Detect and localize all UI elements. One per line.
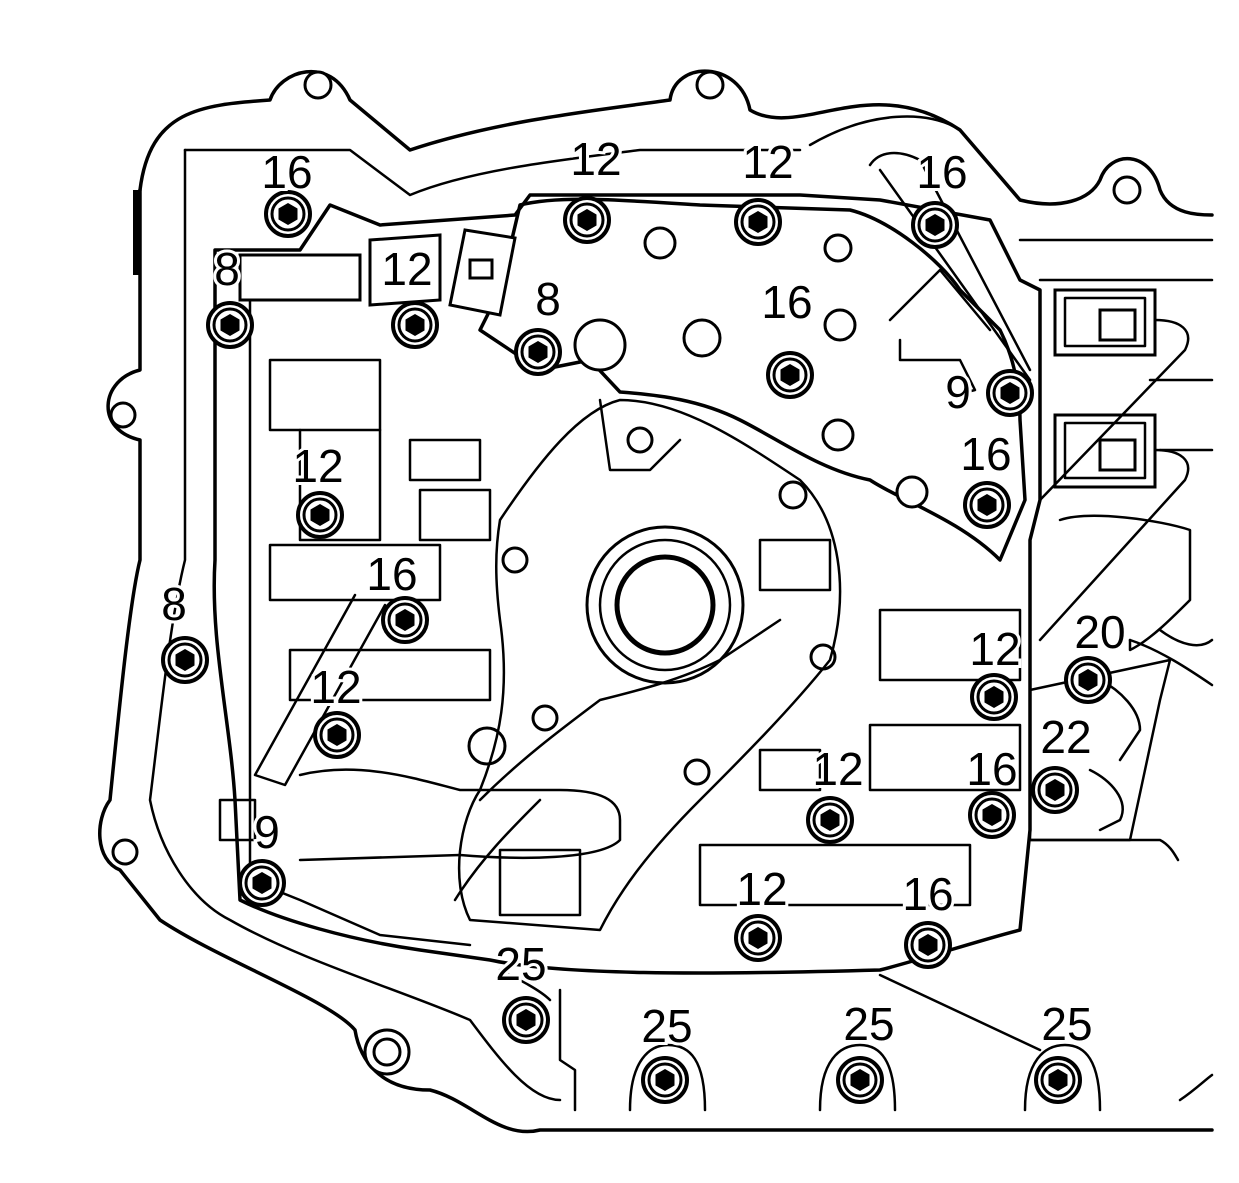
callout-t10: 16: [960, 428, 1011, 480]
pan-flange: [498, 968, 1102, 1112]
callout-t8: 16: [761, 276, 812, 328]
valve-body-plate: [212, 193, 1042, 975]
bolt-icon: [313, 711, 361, 759]
callout-t7: 8: [535, 273, 561, 325]
bolt-icon: [296, 491, 344, 539]
callout-t9: 9: [945, 366, 971, 418]
solenoid-connectors: [218, 228, 1214, 842]
bolt-icon: [806, 796, 854, 844]
bolt-icon: [161, 636, 209, 684]
bolt-icon: [911, 201, 959, 249]
bolt-icon: [734, 914, 782, 962]
bolt-icon: [766, 351, 814, 399]
torque-callouts: 16 12 12 16 8 12 8 16 9 16 12 16 8 12 12…: [158, 130, 1128, 1055]
bolt-icon: [986, 369, 1034, 417]
bolt-icon: [206, 301, 254, 349]
callout-t6: 12: [381, 243, 432, 295]
callout-t11: 12: [292, 440, 343, 492]
callout-t1: 16: [261, 146, 312, 198]
bolt-icon: [1034, 1056, 1082, 1104]
bolt-group: [161, 190, 1112, 1104]
bolt-icon: [641, 1056, 689, 1104]
bolt-icon: [514, 328, 562, 376]
callout-t22: 16: [902, 868, 953, 920]
bolt-icon: [734, 198, 782, 246]
bolt-icon: [238, 859, 286, 907]
upper-body: [478, 151, 1032, 562]
callout-t18: 12: [812, 743, 863, 795]
callout-t12: 16: [366, 548, 417, 600]
callout-t23: 25: [495, 938, 546, 990]
callout-t4: 16: [916, 146, 967, 198]
bolt-icon: [963, 481, 1011, 529]
bolt-icon: [836, 1056, 884, 1104]
callout-t17: 22: [1040, 711, 1091, 763]
callout-t26: 25: [1041, 998, 1092, 1050]
callout-t19: 16: [966, 743, 1017, 795]
bolt-icon: [391, 301, 439, 349]
callout-t25: 25: [843, 998, 894, 1050]
callout-t24: 25: [641, 1000, 692, 1052]
callout-t14: 12: [310, 661, 361, 713]
bolt-icon: [264, 190, 312, 238]
callout-t13: 8: [161, 578, 187, 630]
callout-t15: 12: [969, 623, 1020, 675]
bolt-icon: [381, 596, 429, 644]
case-outline: [98, 69, 1214, 1134]
bolt-icon: [502, 996, 550, 1044]
bolt-icon: [904, 921, 952, 969]
callout-t3: 12: [742, 136, 793, 188]
bolt-icon: [1031, 766, 1079, 814]
callout-t2: 12: [570, 133, 621, 185]
pump-hub: [453, 398, 842, 932]
bolt-icon: [970, 673, 1018, 721]
callout-t21: 12: [736, 863, 787, 915]
bolt-icon: [968, 791, 1016, 839]
bolt-icon: [563, 196, 611, 244]
callout-t5: 8: [214, 243, 240, 295]
callout-t20: 9: [254, 806, 280, 858]
callout-t16: 20: [1074, 606, 1125, 658]
bolt-icon: [1064, 656, 1112, 704]
